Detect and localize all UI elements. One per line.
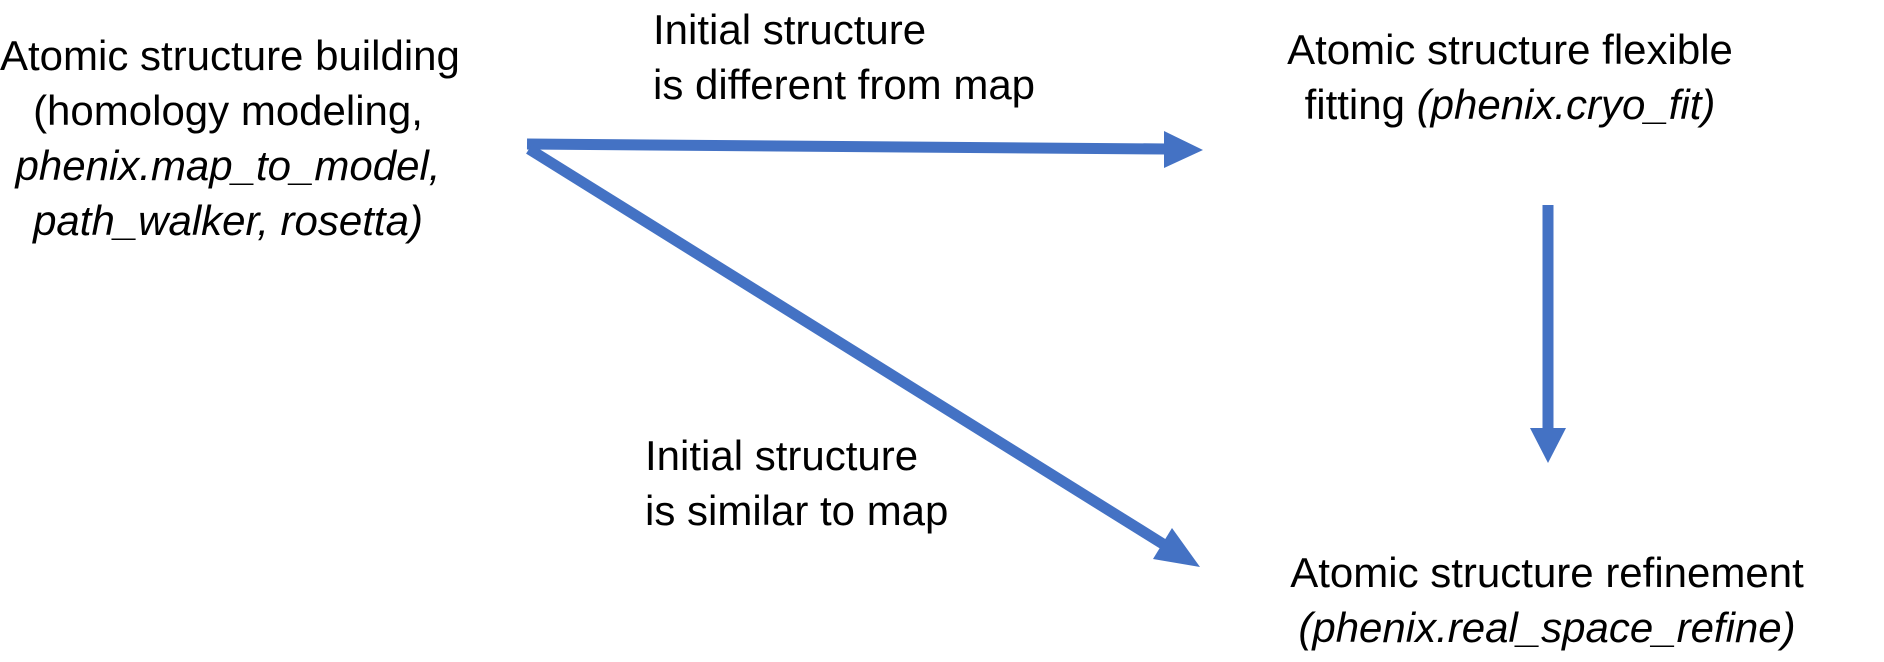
arrow-building-to-refinement-shaft <box>526 144 1166 549</box>
edge-label-initial-structure-similar: Initial structure is similar to map <box>645 428 948 538</box>
arrow-building-to-flexible-fitting-head-icon <box>1164 131 1203 168</box>
node-building-line3: phenix.map_to_model, <box>15 142 441 189</box>
node-flexible-line2: fitting (phenix.cryo_fit) <box>1304 81 1716 128</box>
edge-label-initial-structure-different: Initial structure is different from map <box>653 2 1035 112</box>
node-refinement-line1: Atomic structure refinement <box>1290 549 1804 596</box>
arrow-building-to-flexible-fitting-shaft <box>526 138 1168 155</box>
edge-label-different-line2: is different from map <box>653 61 1036 108</box>
edge-label-different-line1: Initial structure <box>653 6 927 53</box>
node-atomic-structure-refinement: Atomic structure refinement (phenix.real… <box>1210 545 1884 655</box>
node-atomic-structure-building: Atomic structure building (homology mode… <box>0 28 460 248</box>
node-refinement-line2: (phenix.real_space_refine) <box>1298 604 1796 651</box>
arrow-building-to-refinement-head-icon <box>1153 528 1200 567</box>
node-building-line1: Atomic structure building <box>0 32 460 79</box>
node-building-line4: path_walker, rosetta) <box>33 197 423 244</box>
node-flexible-line1: Atomic structure flexible <box>1287 26 1733 73</box>
node-building-line2: (homology modeling, <box>33 87 423 134</box>
node-atomic-structure-flexible-fitting: Atomic structure flexible fitting (pheni… <box>1270 22 1750 132</box>
edge-label-similar-line1: Initial structure <box>645 432 919 479</box>
edge-label-similar-line2: is similar to map <box>645 487 949 534</box>
arrow-flexible-fitting-to-refinement-head-icon <box>1530 428 1566 463</box>
